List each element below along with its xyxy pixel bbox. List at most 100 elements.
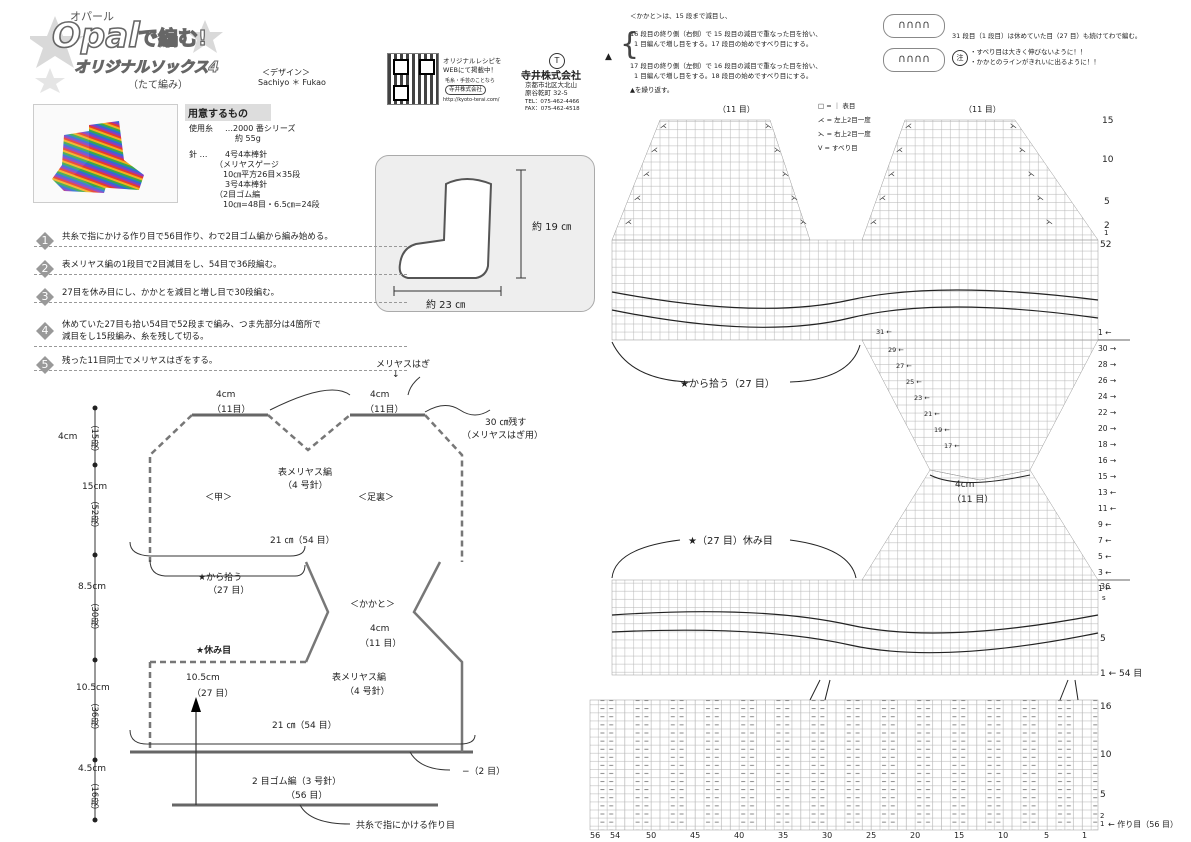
legend-k2tog-right: ⋋ = 右上2目一度 <box>818 130 871 138</box>
body-needle: （4 号針） <box>283 481 328 491</box>
legend: □ = ｜ 表目 ⋌ = 左上2目一度 ⋋ = 右上2目一度 V = すべり目 <box>818 102 918 162</box>
svg-text:⋌: ⋌ <box>870 218 877 226</box>
note-line1: ＜かかと＞は、15 段まで減目し、 <box>630 12 732 20</box>
step-4: 休めていた27目も拾い54目で52段まで編み、つま先部分は4箇所で減目をし15段… <box>34 316 407 347</box>
step-3-number: 3 <box>36 288 54 306</box>
side-5-cm: 4.5cm <box>78 764 107 774</box>
up-arrow-icon <box>191 697 201 712</box>
col-15: 15 <box>954 831 965 840</box>
logo-main-word: Opal <box>51 15 140 57</box>
chart-heel-stitches: （11 目） <box>952 495 994 505</box>
col-30: 30 <box>822 831 833 840</box>
company-name: 寺井株式会社 <box>521 71 581 82</box>
heel-row-30: 30 → <box>1098 344 1117 353</box>
rib-row-1: 1 <box>1100 820 1105 828</box>
svg-text:⋋: ⋋ <box>1046 218 1053 226</box>
heel-inner-23: 23 ← <box>914 394 930 402</box>
heel-inner-19: 19 ← <box>934 426 950 434</box>
heel-row-9: 9 ← <box>1098 520 1112 529</box>
col-54: 54 <box>610 831 621 840</box>
toe-left-width: 4cm <box>216 390 236 400</box>
heel-inner-31: 31 ← <box>876 328 892 336</box>
materials-heading: 用意するもの <box>185 104 271 121</box>
sock-height: 約 19 ㎝ <box>532 222 572 233</box>
heel-row-13: 13 ← <box>1098 488 1117 497</box>
stitch-loop-icon-2: ∩∩∩∩ <box>883 48 945 72</box>
note-2: ・かかとのラインがきれいに出るように！！ <box>970 58 1100 66</box>
svg-text:⋌: ⋌ <box>896 146 903 154</box>
toe-row-10: 10 <box>1102 155 1114 165</box>
toe-row-15: 15 <box>1102 116 1114 126</box>
sock-outline-box: 約 19 ㎝ 約 23 ㎝ <box>375 155 595 312</box>
qr-text-1: オリジナルレシピを <box>443 57 502 65</box>
notes-block: ＜かかと＞は、15 段まで減目し、 { ▲ 16 段目の終り側（右側）で 15 … <box>605 12 1142 94</box>
cast-on-label: 共糸で指にかける作り目 <box>356 821 456 831</box>
svg-text:⋌: ⋌ <box>879 194 886 202</box>
bottom-column-numbers: 56 54 50 45 40 35 30 25 20 15 10 5 1 <box>588 831 1108 841</box>
svg-text:⋌: ⋌ <box>634 194 641 202</box>
qr-text-3: 毛糸・手芸のことなら <box>445 78 495 84</box>
company-tel: TEL：075-462-4466 <box>525 99 580 105</box>
heel-row-1: 1 ← <box>1098 328 1112 337</box>
heel-row-5: 5 ← <box>1098 552 1112 561</box>
side-4-cm: 10.5cm <box>76 683 110 693</box>
heel-row-16: 16 → <box>1098 456 1117 465</box>
rib-row-10: 10 <box>1100 750 1112 760</box>
rest-width: 10.5cm <box>186 673 220 683</box>
heel-inner-21: 21 ← <box>924 410 940 418</box>
note-line2b: 1 目編んで増し目をする。17 段目の始めですべり目にする。 <box>634 40 813 48</box>
pickup-stitches: （27 目） <box>208 586 250 596</box>
note-1: ・すべり目は大きく伸びないように！！ <box>970 48 1087 56</box>
step-1: 共糸で指にかける作り目で56目作り、わで2目ゴム編から編み始める。 <box>34 228 407 247</box>
col-45: 45 <box>690 831 701 840</box>
heel-row-1b: 1 ← <box>1098 584 1112 593</box>
needle-2: 3号4本棒針 <box>225 180 268 189</box>
row-5-leg: 5 <box>1100 634 1106 644</box>
meriyasu-hagi-label: メリヤスはぎ <box>376 360 431 370</box>
svg-text:⋋: ⋋ <box>800 218 807 226</box>
heel-row-3: 3 ← <box>1098 568 1112 577</box>
step-4-number: 4 <box>36 322 54 340</box>
svg-text:⋌: ⋌ <box>643 170 650 178</box>
logo-block: オパール Opal で編む! オリジナルソックス4 （たて編み） <box>26 8 230 93</box>
width-upper: 21 ㎝（54 目） <box>270 536 335 546</box>
row-1-54: 1 ← 54 目 <box>1100 669 1143 679</box>
company-box: オリジナルレシピを WEBにて掲載中！ 毛糸・手芸のことなら 寺井株式会社 ht… <box>387 53 612 113</box>
needle-1: 4号4本棒針 <box>225 150 268 159</box>
heel-row-15: 15 → <box>1098 472 1117 481</box>
qr-text-2: WEBにて掲載中！ <box>443 66 497 74</box>
toe-row-1: 1 <box>1104 229 1109 237</box>
heel-row-numbers: 1 ← 30 → 28 → 26 → 24 → 22 → 20 → 18 → 1… <box>1098 325 1138 593</box>
heel-inner-27: 27 ← <box>896 362 912 370</box>
rib-value: 10㎝=48目・6.5㎝=24段 <box>223 200 320 209</box>
side-3-cm: 8.5cm <box>78 582 107 592</box>
toe-row-2: 2 <box>1104 221 1110 231</box>
company-fax: FAX：075-462-4518 <box>525 106 580 112</box>
heel-inner-29: 29 ← <box>888 346 904 354</box>
down-arrow-icon: ↓ <box>392 370 400 380</box>
heel-row-24: 24 → <box>1098 392 1117 401</box>
svg-text:⋌: ⋌ <box>660 122 667 130</box>
stitch-loop-icon-1: ∩∩∩∩ <box>883 14 945 38</box>
designer-label: ＜デザイン＞ <box>262 68 310 77</box>
step-1-number: 1 <box>36 232 54 250</box>
materials-block: 用意するもの 使用糸 …2000 番シリーズ 約 55g 針 … 4号4本棒針 … <box>185 104 380 222</box>
qr-url-link[interactable]: http://kyoto-terai.com/ <box>443 97 500 103</box>
toe-right-width: 4cm <box>370 390 390 400</box>
width-lower: 21 ㎝（54 目） <box>272 721 337 731</box>
sock-outline-icon <box>393 169 526 296</box>
col-10: 10 <box>998 831 1009 840</box>
svg-text:⋋: ⋋ <box>1037 194 1044 202</box>
chart-top-right-stitches: （11 目） <box>964 105 1001 114</box>
heel-width: 4cm <box>370 624 390 634</box>
step-5: 残った11目同士でメリヤスはぎをする。 <box>34 352 407 371</box>
logo-subtitle-sub: （たて編み） <box>128 80 188 91</box>
note-mark-icon: 注 <box>952 50 968 66</box>
note-line3a: 17 段目の終り側（左側）で 16 段目の減目で重なった目を拾い、 <box>630 62 822 70</box>
side-2-cm: 15cm <box>82 482 108 492</box>
rib-row-2: 2 <box>1100 812 1105 820</box>
heel-label: ＜かかと＞ <box>350 600 396 610</box>
col-5: 5 <box>1044 831 1050 840</box>
yarn-label: 使用糸 <box>189 124 213 133</box>
